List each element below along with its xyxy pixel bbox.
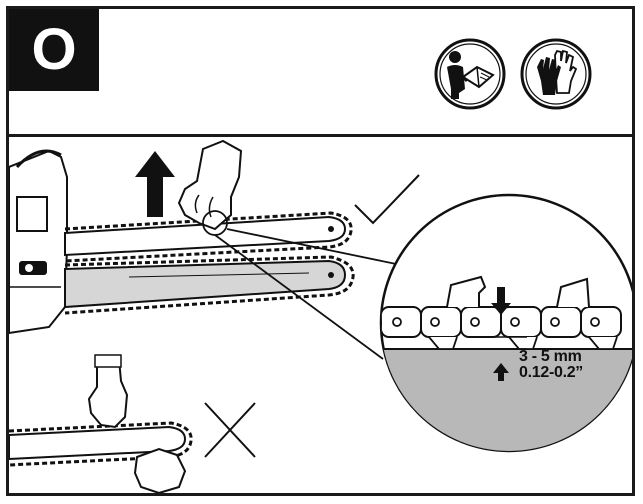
hand-lifting-bar	[177, 139, 243, 236]
cross-mark-icon	[204, 402, 256, 458]
guide-bar-normal	[64, 255, 355, 315]
lift-arrow-icon	[135, 151, 175, 217]
tension-measurement: 3 - 5 mm 0.12-0.2”	[519, 349, 583, 381]
check-mark-icon	[354, 174, 420, 225]
instruction-panel: O	[6, 6, 635, 496]
chainsaw-illustration	[9, 139, 632, 493]
gloves-icon	[520, 38, 592, 110]
zoom-detail	[379, 193, 632, 453]
chainsaw-body	[9, 149, 68, 335]
step-label: O	[9, 9, 99, 91]
measurement-metric: 3 - 5 mm	[519, 348, 582, 365]
measurement-imperial: 0.12-0.2”	[519, 364, 584, 381]
panel-header: O	[9, 9, 632, 137]
incorrect-example	[9, 354, 193, 493]
read-manual-icon	[434, 38, 506, 110]
guide-bar-lifted	[64, 211, 353, 263]
